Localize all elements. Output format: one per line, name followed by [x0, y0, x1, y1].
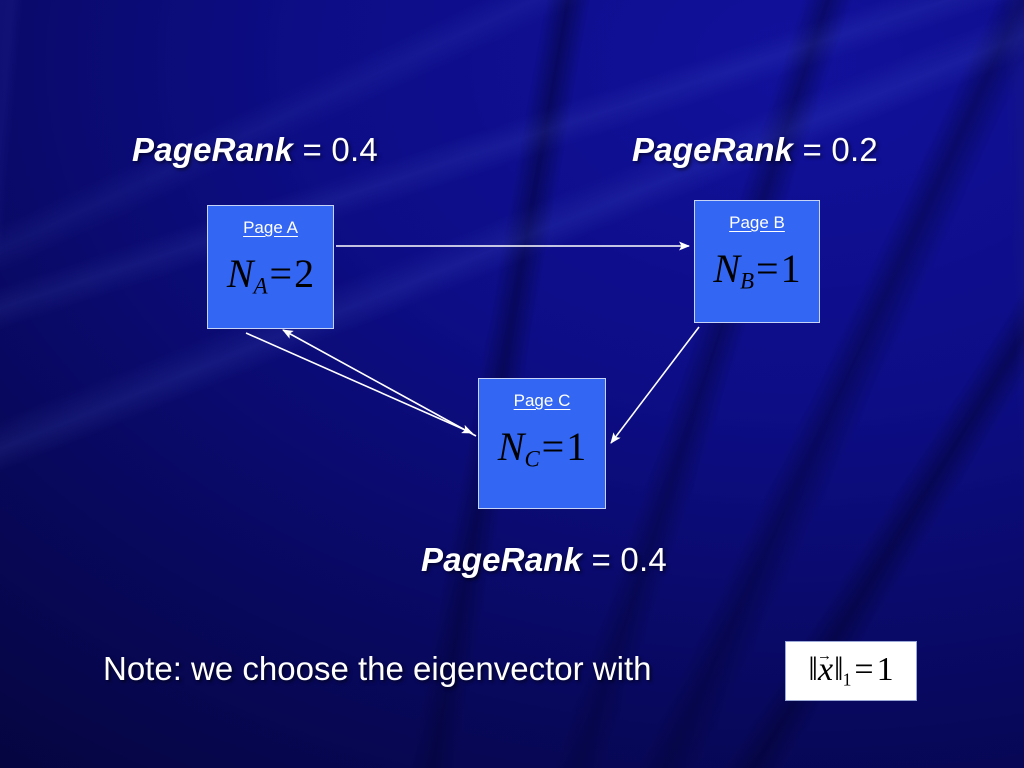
norm-vector-symbol: x [817, 651, 834, 688]
node-count-a: 2 [294, 251, 315, 296]
norm-value: 1 [876, 651, 894, 688]
pagerank-value-a: 0.4 [331, 131, 378, 168]
pagerank-caption-c: PageRank = 0.4 [421, 541, 667, 579]
note-text: Note: we choose the eigenvector with [103, 650, 652, 687]
node-op-c: = [541, 424, 565, 469]
node-title-b: Page B [729, 213, 785, 232]
node-var-b: N [713, 246, 741, 291]
node-equation-a: NA=2 [208, 254, 333, 298]
vector-arrow-accent: → [816, 648, 832, 664]
norm-formula-box: ‖→x‖1=1 [785, 641, 917, 701]
node-sub-a: A [253, 273, 268, 299]
node-equation-b: NB=1 [695, 249, 819, 293]
pagerank-value-c: 0.4 [620, 541, 667, 578]
edge-c-to-a [282, 329, 477, 437]
pagerank-caption-a: PageRank = 0.4 [132, 131, 378, 169]
node-page-a[interactable]: Page A NA=2 [207, 205, 334, 329]
edge-b-to-c [610, 326, 700, 444]
pagerank-caption-b: PageRank = 0.2 [632, 131, 878, 169]
norm-bar-left: ‖ [808, 651, 817, 688]
pagerank-label-c: PageRank [421, 541, 583, 578]
norm-formula: ‖→x‖1=1 [808, 648, 894, 690]
norm-vector-x: →x [816, 648, 834, 688]
node-op-b: = [756, 246, 779, 291]
node-count-b: 1 [780, 246, 801, 291]
node-title-a: Page A [243, 218, 298, 237]
pagerank-value-b: 0.2 [831, 131, 878, 168]
pagerank-equals-b: = [802, 131, 823, 168]
node-op-a: = [269, 251, 293, 296]
node-var-a: N [226, 251, 254, 296]
pagerank-equals-a: = [302, 131, 323, 168]
node-var-c: N [497, 424, 525, 469]
node-sub-b: B [740, 268, 755, 294]
node-count-c: 1 [566, 424, 587, 469]
norm-bar-right: ‖ [834, 651, 843, 688]
norm-subscript: 1 [842, 669, 852, 690]
pagerank-label-b: PageRank [632, 131, 794, 168]
norm-equals: = [854, 651, 874, 688]
node-sub-c: C [524, 446, 540, 472]
pagerank-equals-c: = [591, 541, 612, 578]
edge-a-to-c [245, 332, 473, 434]
pagerank-label-a: PageRank [132, 131, 294, 168]
node-equation-c: NC=1 [479, 427, 605, 471]
node-page-c[interactable]: Page C NC=1 [478, 378, 606, 509]
node-page-b[interactable]: Page B NB=1 [694, 200, 820, 323]
node-title-c: Page C [513, 391, 571, 410]
